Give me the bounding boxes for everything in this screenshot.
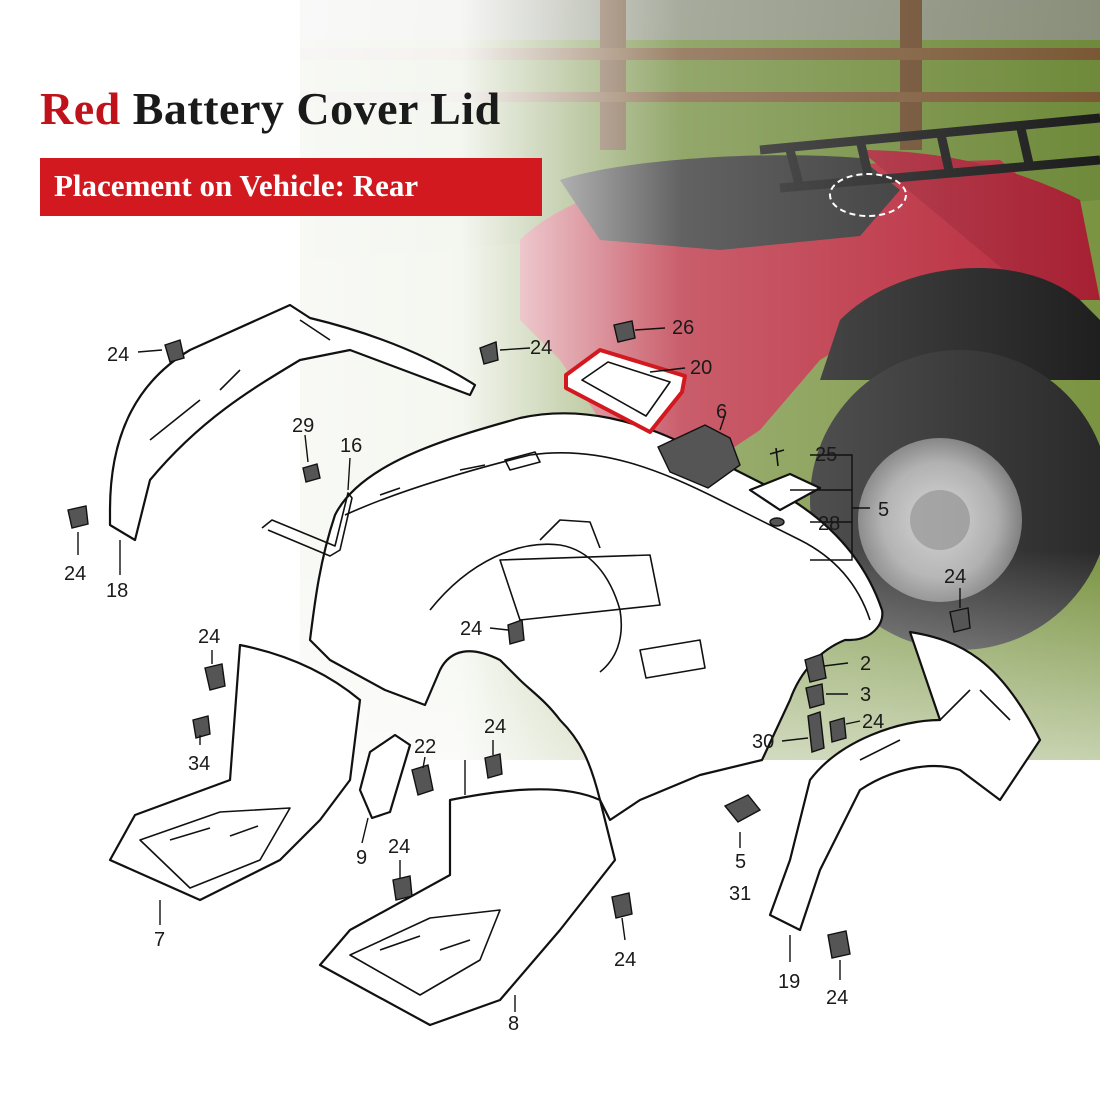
hardware-icons [67,320,971,959]
part-16-bracket [261,492,353,557]
part-9-guard [358,733,412,820]
placement-banner: Placement on Vehicle: Rear [40,158,542,216]
callout-8: 8 [508,1013,519,1035]
part-34-screw [192,715,211,739]
callout-24: 24 [484,716,506,738]
leader-lines [77,327,961,1012]
callout-20: 20 [690,357,712,379]
callout-16: 16 [340,435,362,457]
callout-28: 28 [818,513,840,535]
clip-icon [611,892,633,919]
location-marker [829,173,907,217]
battery-cover-lid [564,348,687,434]
placement-text: Placement on Vehicle: Rear [54,168,419,203]
callout-24: 24 [64,563,86,585]
callout-30: 30 [752,731,774,753]
callout-9: 9 [356,847,367,869]
callout-24: 24 [862,711,884,733]
part-2-nut [804,653,827,683]
clip-icon [164,339,185,363]
part-8-treads [349,909,501,996]
callout-24: 24 [198,626,220,648]
callout-5: 5 [735,851,746,873]
callout-18: 18 [106,580,128,602]
callout-24: 24 [944,566,966,588]
part-19-mudflap [768,630,1042,932]
callout-24: 24 [530,337,552,359]
callout-25: 25 [815,444,837,466]
clip-icon [479,341,499,365]
callout-24: 24 [388,836,410,858]
clip-icon [67,505,89,529]
clip-icon [613,320,636,343]
part-30-bolt [807,711,825,753]
title-rest: Battery Cover Lid [132,83,501,134]
part-5-plate [748,472,822,512]
callout-29: 29 [292,415,314,437]
callout-24: 24 [614,949,636,971]
part-7-treads [139,807,291,889]
part-3-collar [805,683,825,709]
callout-3: 3 [860,684,871,706]
part-7-footrest [108,643,362,902]
clip-icon [392,875,413,901]
part-28-washer [769,517,785,527]
callout-22: 22 [414,736,436,758]
callout-24: 24 [826,987,848,1009]
callout-24: 24 [460,618,482,640]
callout-2: 2 [860,653,871,675]
callout-5: 5 [878,499,889,521]
clip-icon [827,930,851,959]
callout-31: 31 [729,883,751,905]
clip-icon [507,619,525,645]
callout-6: 6 [716,401,727,423]
callout-19: 19 [778,971,800,993]
clip-icon [204,663,226,691]
page-title: Red Battery Cover Lid [40,82,501,135]
callout-34: 34 [188,753,210,775]
clip-icon [484,753,503,779]
part-18-mudflap [108,303,477,542]
clip-icon [949,607,971,633]
part-18-detail [149,319,331,441]
callout-24: 24 [107,344,129,366]
part-25-bolt [769,447,785,467]
part-8-footrest [318,788,617,1027]
part-29-screw [302,463,321,483]
clip-icon [829,717,847,743]
part-31-block [723,794,762,823]
title-accent-word: Red [40,83,121,134]
callout-7: 7 [154,929,165,951]
part-6-pad [657,424,741,489]
callout-26: 26 [672,317,694,339]
part-22-grommet [411,764,434,796]
part-19-detail [859,689,1011,761]
